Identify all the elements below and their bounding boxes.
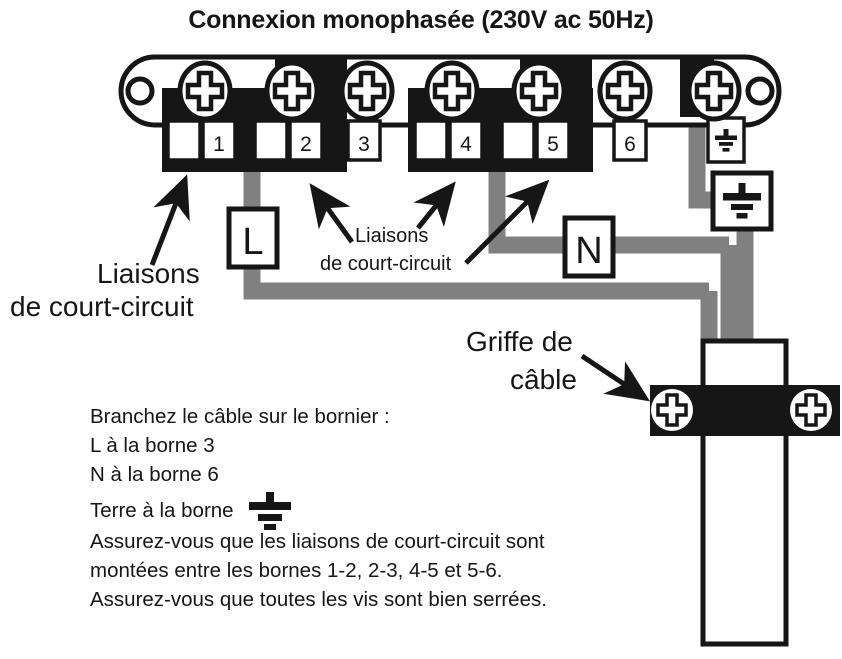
left-link-label-line2: de court-circuit	[10, 291, 194, 322]
screw-1[interactable]	[180, 63, 230, 119]
arrow-mid-link-right	[413, 181, 456, 230]
terminal-block[interactable]: 1 2 3 4 5 6	[118, 54, 782, 172]
screw-2[interactable]	[267, 63, 317, 119]
live-marker-letter: L	[242, 221, 263, 263]
cable-clamp-screw-left[interactable]	[649, 387, 695, 433]
terminal-number-cells: 1 2 3 4 5 6	[166, 116, 746, 164]
cable-clamp-screw-right[interactable]	[788, 387, 834, 433]
arrow-mid-link-left	[309, 183, 355, 244]
screw-4[interactable]	[427, 63, 477, 119]
instruction-line-5: Assurez-vous que les liaisons de court-c…	[90, 530, 545, 553]
live-marker-box: L	[226, 206, 280, 270]
terminal-number-1: 1	[213, 133, 225, 156]
instruction-line-2: L à la borne 3	[90, 434, 215, 457]
instructions-block: Branchez le câble sur le bornier : L à l…	[90, 405, 547, 611]
arrow-left-link	[149, 174, 190, 266]
page-title: Connexion monophasée (230V ac 50Hz)	[188, 6, 653, 34]
terminal-number-2: 2	[300, 133, 312, 156]
earth-symbol-inline-icon	[249, 492, 291, 530]
terminal-number-4: 4	[460, 133, 472, 156]
mounting-hole-right	[745, 76, 775, 106]
cable-clamp[interactable]	[649, 385, 840, 436]
screw-5[interactable]	[514, 63, 564, 119]
arrow-cable-clamp	[580, 353, 650, 402]
instruction-line-7: Assurez-vous que toutes les vis sont bie…	[90, 588, 547, 611]
earth-marker-box	[710, 170, 774, 232]
screw-3[interactable]	[342, 63, 392, 119]
cable-clamp-label-line1: Griffe de	[466, 326, 573, 357]
terminal-number-5: 5	[547, 133, 559, 156]
instruction-line-4: Terre à la borne	[90, 499, 234, 522]
annotation-arrows	[149, 174, 650, 402]
terminal-number-6: 6	[624, 133, 636, 156]
mid-link-label-line1: Liaisons	[355, 225, 428, 247]
instruction-line-3: N à la borne 6	[90, 463, 219, 486]
left-link-label-line1: Liaisons	[97, 258, 200, 289]
neutral-marker-letter: N	[575, 230, 602, 272]
neutral-marker-box: N	[562, 215, 616, 279]
mid-link-label-line2: de court-circuit	[320, 253, 452, 275]
instruction-line-1: Branchez le câble sur le bornier :	[90, 405, 390, 428]
screw-earth[interactable]	[689, 63, 739, 119]
annotation-labels: Liaisons de court-circuit Liaisons de co…	[10, 225, 577, 395]
mounting-hole-left	[125, 76, 155, 106]
cable-clamp-label-line2: câble	[510, 364, 577, 395]
terminal-number-3: 3	[358, 133, 370, 156]
screw-6[interactable]	[600, 63, 650, 119]
arrow-mid-link-far	[464, 179, 550, 265]
instruction-line-6: montées entre les bornes 1-2, 2-3, 4-5 e…	[90, 559, 503, 582]
